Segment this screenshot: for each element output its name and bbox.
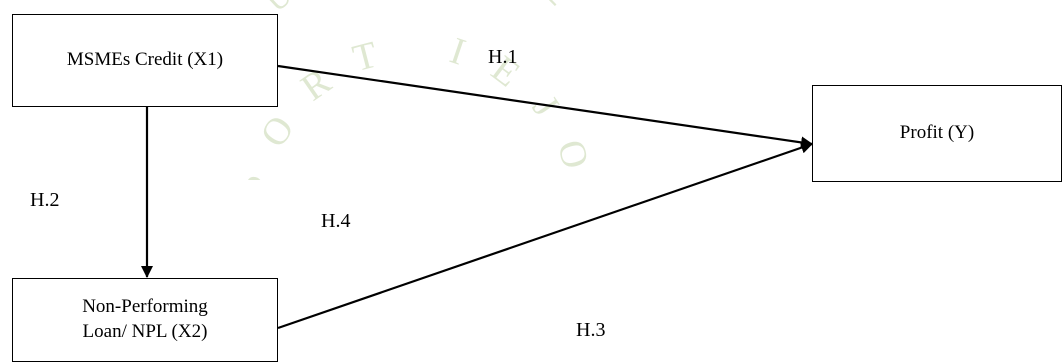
node-non-performing-loan-label: Non-Performing Loan/ NPL (X2): [82, 296, 208, 342]
node-msmes-credit: MSMEs Credit (X1): [12, 14, 278, 107]
arrow-x2-to-y: [277, 141, 813, 330]
hypothesis-label-h1: H.1: [488, 46, 518, 68]
university-seal-watermark: FUNDI N 1952 PORT IEJO: [236, 0, 574, 180]
arrow-x1-to-y: [277, 64, 813, 149]
hypothesis-label-h3: H.3: [576, 319, 606, 341]
node-msmes-credit-label: MSMEs Credit (X1): [66, 49, 224, 71]
node-non-performing-loan: Non-Performing Loan/ NPL (X2): [12, 278, 278, 362]
hypothesis-label-h2: H.2: [30, 189, 60, 211]
node-profit-label: Profit (Y): [899, 122, 975, 144]
hypothesis-label-h4: H.4: [321, 210, 351, 232]
node-profit: Profit (Y): [812, 85, 1062, 182]
